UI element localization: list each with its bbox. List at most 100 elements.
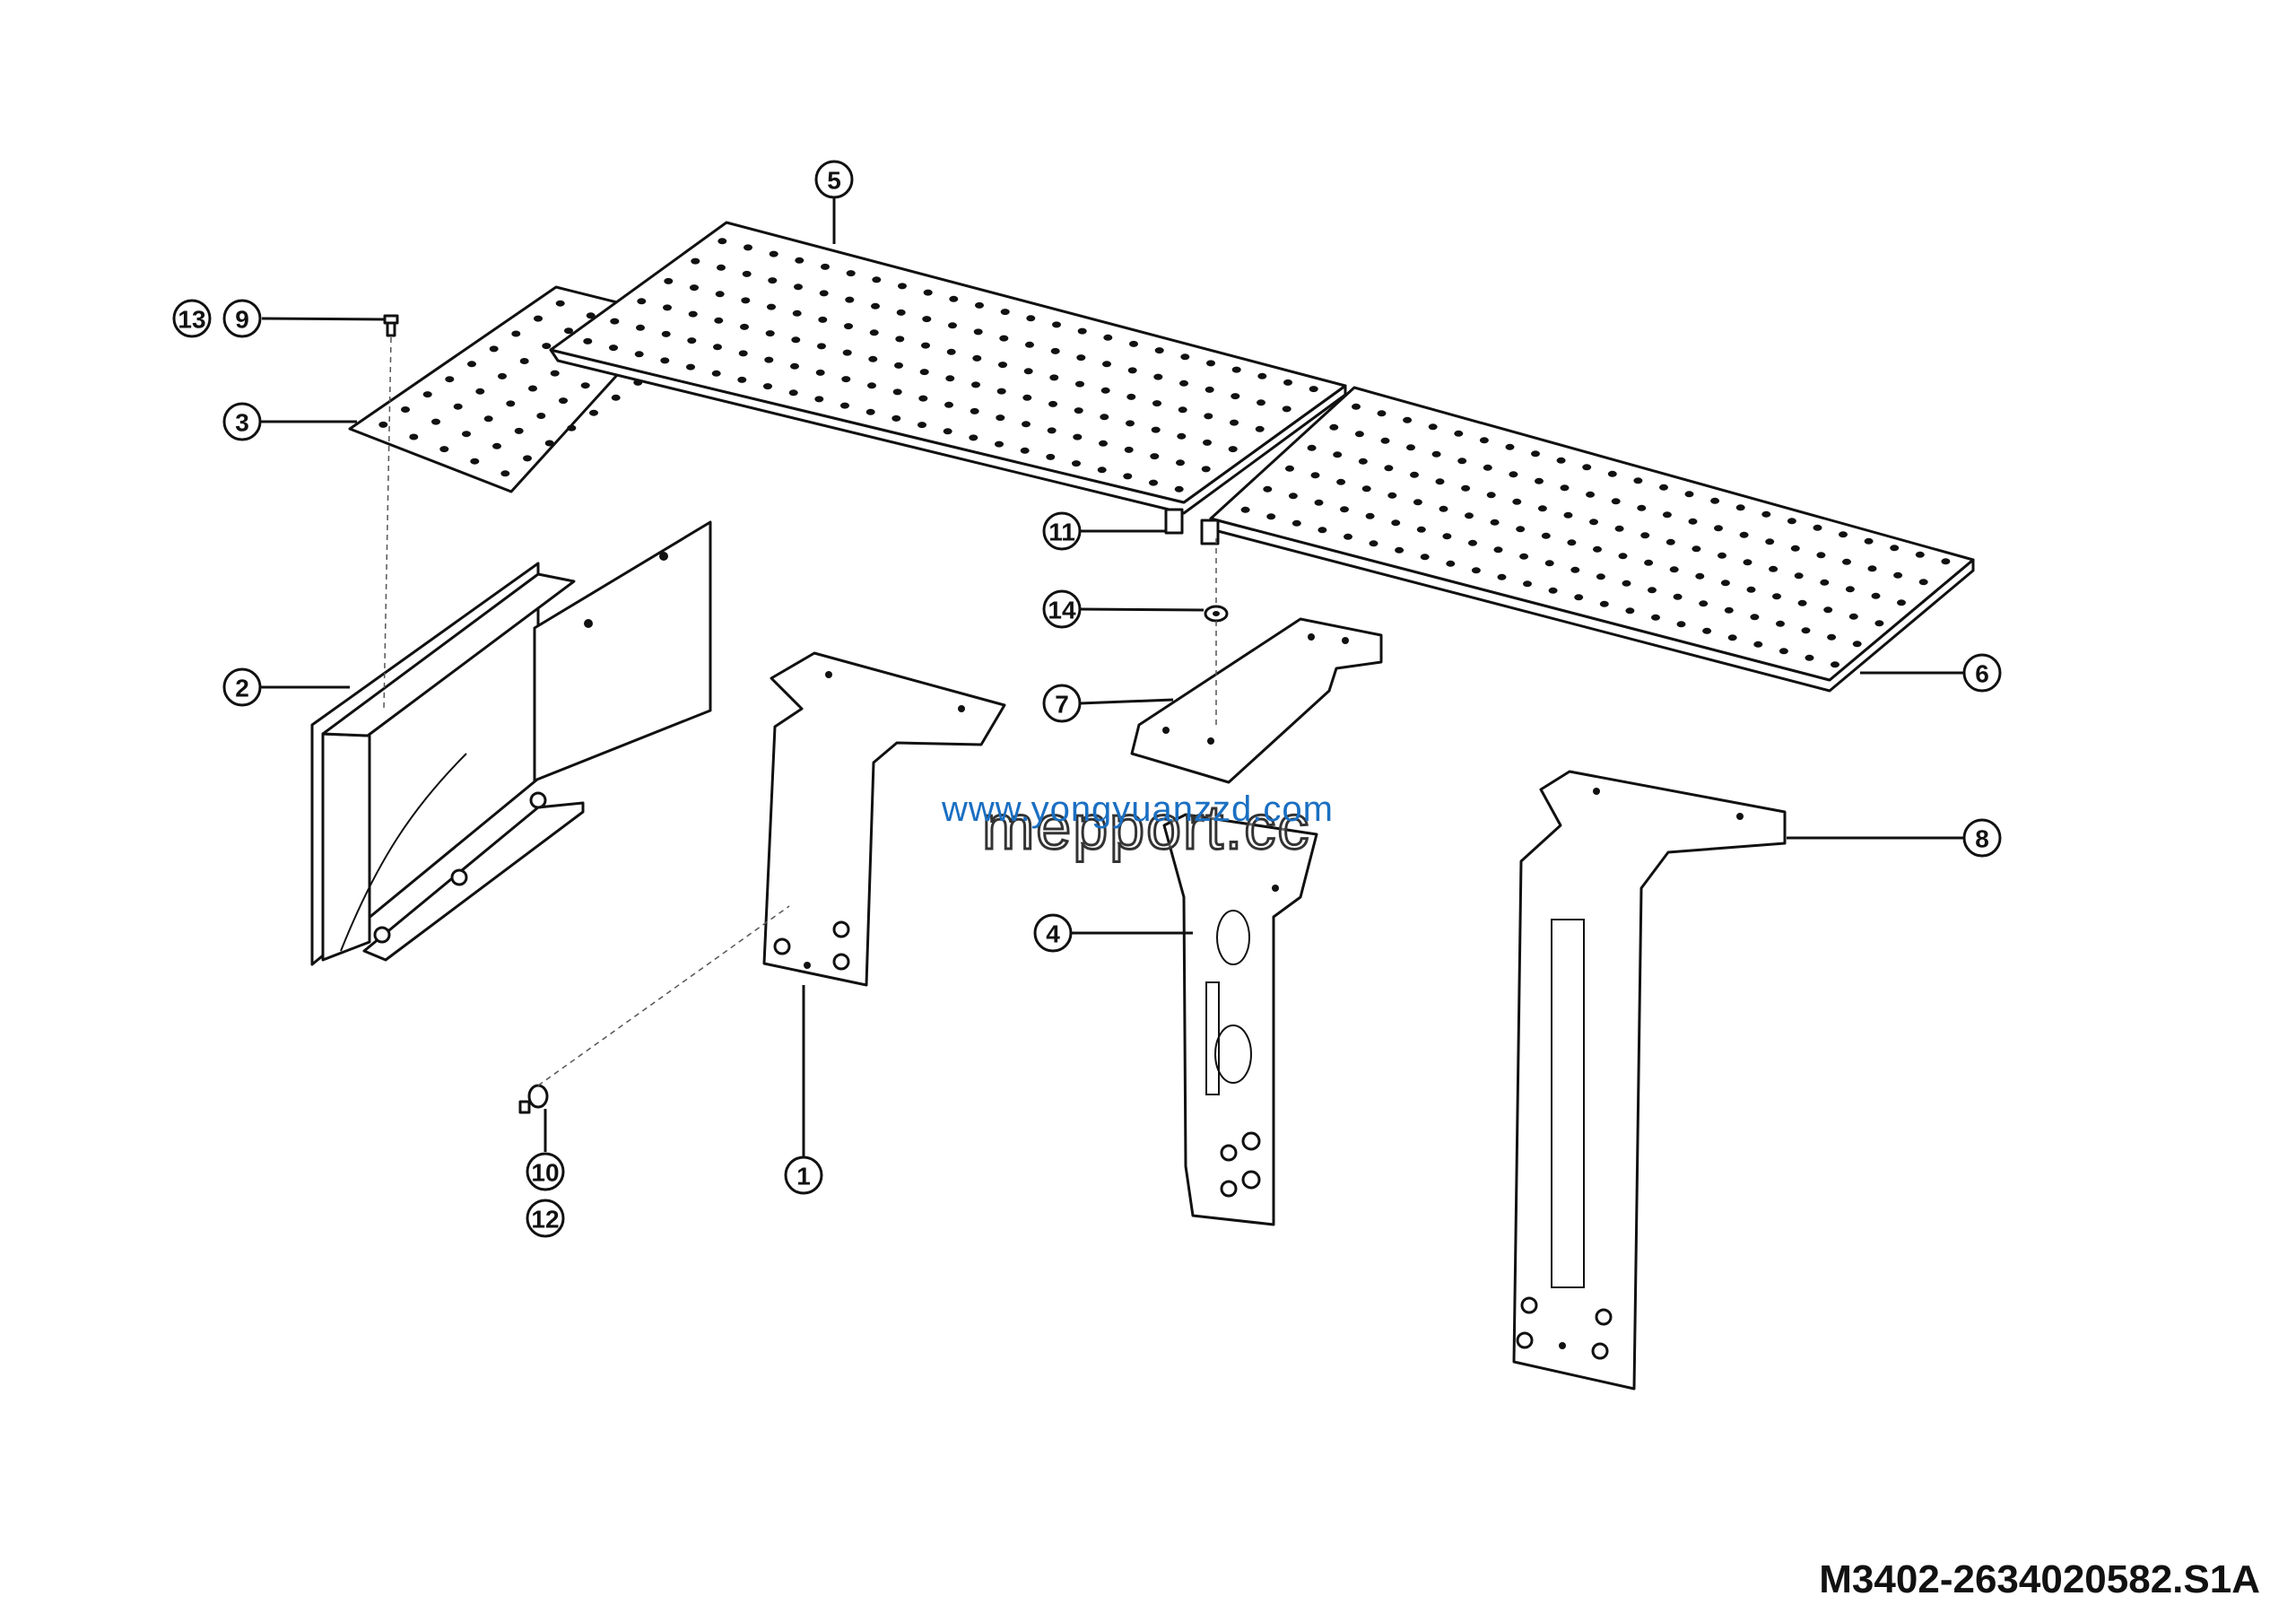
perforation-hole: [1831, 661, 1839, 668]
perforation-hole: [1563, 511, 1573, 519]
perforation-hole: [688, 310, 698, 318]
perforation-hole: [1020, 447, 1030, 454]
perforation-hole: [583, 337, 593, 344]
perforation-hole: [401, 406, 410, 413]
perforation-hole: [1516, 526, 1526, 533]
perforation-hole: [943, 428, 952, 435]
perforation-hole: [1100, 387, 1110, 394]
perforation-hole: [867, 382, 876, 389]
perforation-hole: [711, 370, 721, 377]
perforation-hole: [686, 363, 695, 371]
watermark-logo: mepport.cc: [980, 791, 1311, 864]
callout-8: 8: [1962, 818, 2002, 858]
perforation-hole: [1073, 433, 1083, 440]
perforation-hole: [489, 345, 499, 353]
svg-text:5: 5: [827, 167, 841, 195]
perforation-hole: [817, 343, 826, 350]
perforation-hole: [1548, 587, 1558, 594]
perforation-hole: [1354, 431, 1364, 438]
perforation-hole: [1519, 553, 1529, 560]
perforation-hole: [1228, 446, 1238, 453]
perforation-hole: [1714, 525, 1723, 532]
perforation-hole: [1282, 406, 1292, 413]
leader-lines: [260, 197, 1964, 1157]
perforation-hole: [794, 283, 803, 291]
perforation-hole: [1787, 518, 1796, 525]
perforation-hole: [918, 422, 926, 429]
perforation-hole: [1151, 426, 1161, 433]
perforation-hole: [741, 297, 751, 304]
callout-6: 6: [1962, 653, 2002, 693]
perforation-hole: [1126, 420, 1135, 427]
perforation-hole: [814, 396, 824, 403]
perforation-hole: [1618, 553, 1628, 560]
perforation-hole: [1644, 559, 1654, 566]
perforation-hole: [445, 376, 455, 383]
perforation-hole: [948, 322, 957, 329]
perforation-hole: [564, 327, 573, 335]
perforation-hole: [1230, 419, 1239, 426]
perforation-hole: [1874, 620, 1884, 627]
perforation-hole: [1240, 506, 1250, 513]
assembly-lines: [383, 336, 1217, 1086]
perforation-hole: [1567, 539, 1577, 546]
perforation-hole: [763, 383, 772, 390]
perforation-hole: [1523, 580, 1532, 588]
perforation-hole: [580, 382, 590, 389]
perforation-hole: [737, 376, 747, 383]
perforation-hole: [742, 270, 752, 277]
callout-1: 1: [784, 1155, 823, 1195]
perforation-hole: [714, 317, 724, 324]
perforation-hole: [1203, 439, 1212, 446]
perforation-hole: [1779, 648, 1788, 655]
perforation-hole: [1263, 485, 1273, 493]
perforation-hole: [1468, 539, 1477, 546]
svg-text:6: 6: [1975, 660, 1989, 688]
perforation-hole: [715, 291, 725, 298]
perforation-hole: [891, 414, 901, 422]
perforation-hole: [1893, 571, 1903, 579]
perforation-hole: [1839, 531, 1848, 538]
perforation-hole: [1384, 465, 1394, 472]
perforation-hole: [999, 335, 1009, 342]
perforation-hole: [1022, 421, 1031, 428]
perforation-hole: [846, 270, 856, 277]
perforation-hole: [550, 370, 560, 377]
perforation-hole: [1428, 423, 1438, 431]
perforation-hole: [1100, 414, 1109, 421]
perforation-hole: [1052, 321, 1061, 328]
perforation-hole: [1410, 471, 1419, 478]
perforation-hole: [973, 328, 983, 336]
perforation-hole: [717, 264, 726, 271]
perforation-hole: [768, 277, 778, 284]
perforation-hole: [1050, 347, 1060, 354]
perforation-hole: [1599, 600, 1609, 607]
perforation-hole: [1435, 478, 1445, 485]
perforation-hole: [467, 361, 476, 368]
perforation-hole: [869, 329, 879, 336]
perforation-hole: [945, 375, 955, 382]
callout-14: 14: [1042, 589, 1082, 629]
perforation-hole: [1541, 532, 1551, 539]
perforation-hole: [1537, 505, 1547, 512]
perforation-hole: [1560, 484, 1570, 492]
perforation-hole: [1794, 572, 1804, 580]
bracket-part-4: [1162, 813, 1318, 1226]
perforation-hole: [483, 415, 493, 423]
perforation-hole: [1852, 641, 1862, 648]
perforation-hole: [1805, 654, 1814, 661]
perforation-hole: [1442, 533, 1452, 540]
svg-text:9: 9: [235, 306, 249, 334]
callout-9: 9: [222, 299, 262, 338]
perforation-hole: [1127, 367, 1137, 374]
washer-part-14: [1204, 605, 1229, 623]
perforation-hole: [1416, 526, 1426, 533]
perforation-hole: [1574, 594, 1584, 601]
perforation-hole: [1772, 593, 1781, 600]
perforation-hole: [1076, 354, 1086, 362]
perforation-hole: [1457, 458, 1467, 465]
svg-text:3: 3: [235, 409, 249, 437]
perforation-hole: [1446, 560, 1456, 567]
perforation-hole: [1735, 504, 1745, 511]
svg-text:4: 4: [1046, 920, 1060, 948]
